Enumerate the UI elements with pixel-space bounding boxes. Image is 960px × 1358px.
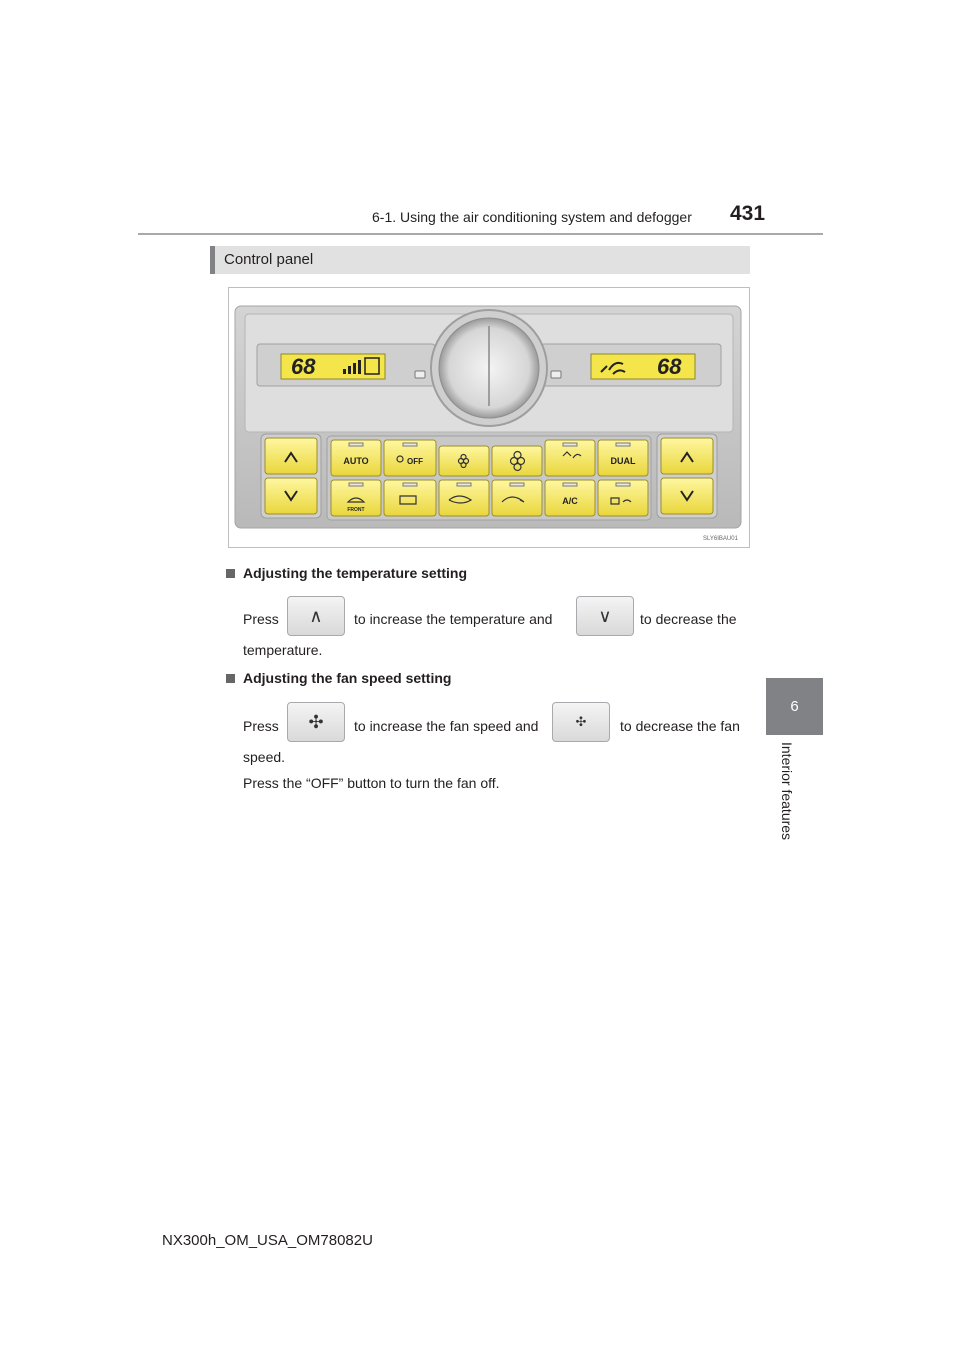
temperature-heading-text: Adjusting the temperature setting [243, 565, 468, 581]
fan-end-text: to decrease the fan [620, 718, 740, 734]
fan-off-label: OFF [407, 457, 423, 466]
fan-off-button[interactable] [383, 439, 437, 477]
chevron-down-icon [284, 490, 298, 502]
right-temp-up-button[interactable] [660, 437, 714, 475]
auto-button[interactable] [330, 439, 382, 477]
auto-label: AUTO [343, 456, 368, 466]
fan-mid-text: to increase the fan speed and [354, 718, 539, 734]
seat-airflow-button[interactable] [597, 479, 649, 517]
footer-doc-code: NX300h_OM_USA_OM78082U [162, 1232, 373, 1249]
ac-label: A/C [562, 496, 578, 506]
control-panel-illustration: 68 68 [229, 288, 749, 547]
fan-down-inline-button: ✣ [552, 702, 610, 742]
temperature-end-text: to decrease the [640, 611, 737, 627]
dual-label: DUAL [611, 456, 636, 466]
dual-button[interactable] [597, 439, 649, 477]
figure-id: SLY6IBAU01 [703, 536, 739, 542]
bullet-square [226, 674, 235, 683]
airflow-mode-icon [600, 361, 626, 375]
right-temp-down-button[interactable] [660, 477, 714, 515]
bullet-square [226, 569, 235, 578]
fan-up-inline-button: ✣ [287, 702, 345, 742]
chevron-down-icon [680, 490, 694, 502]
running-header-title: 6-1. Using the air conditioning system a… [372, 209, 692, 225]
outside-air-button[interactable] [438, 479, 490, 517]
left-temp-up-button[interactable] [264, 437, 318, 475]
chapter-tab-number: 6 [766, 678, 823, 735]
airflow-mode-button[interactable] [544, 439, 596, 477]
chevron-up-icon: ∧ [309, 605, 323, 626]
page-number: 431 [730, 202, 766, 225]
fan-heading: Adjusting the fan speed setting [226, 670, 451, 686]
fan-press-label: Press [243, 718, 279, 734]
control-panel-figure: 68 68 [228, 287, 750, 548]
fan-off-note: Press the “OFF” button to turn the fan o… [243, 775, 500, 791]
section-title-marker [210, 246, 215, 274]
fan-icon: ✣ [308, 711, 324, 732]
button-row-bottom [330, 479, 649, 517]
left-temp-display: 68 [291, 354, 316, 379]
header-rule [138, 233, 823, 235]
rear-defogger-button[interactable] [383, 479, 437, 517]
temp-down-inline-button: ∨ [576, 596, 634, 636]
front-label: FRONT [347, 507, 364, 513]
temperature-cont-text: temperature. [243, 642, 323, 658]
section-title: Control panel [224, 251, 314, 268]
temperature-mid-text: to increase the temperature and [354, 611, 553, 627]
chapter-tab-title: Interior features [779, 742, 795, 841]
defogger-icon [346, 451, 632, 505]
fan-cont-text: speed. [243, 749, 286, 765]
fan-level-icon [343, 357, 380, 375]
temp-up-inline-button: ∧ [287, 596, 345, 636]
section-title-bar [210, 246, 750, 274]
temperature-heading: Adjusting the temperature setting [226, 565, 467, 581]
temperature-press-label: Press [243, 611, 279, 627]
chevron-up-icon [284, 451, 298, 463]
chevron-down-icon: ∨ [598, 605, 612, 626]
fan-heading-text: Adjusting the fan speed setting [243, 670, 452, 686]
chevron-up-icon [680, 451, 694, 463]
fan-icon [396, 450, 526, 472]
left-temp-down-button[interactable] [264, 477, 318, 515]
ac-button[interactable] [544, 479, 596, 517]
right-temp-display: 68 [657, 354, 682, 379]
fan-icon: ✣ [575, 714, 587, 729]
